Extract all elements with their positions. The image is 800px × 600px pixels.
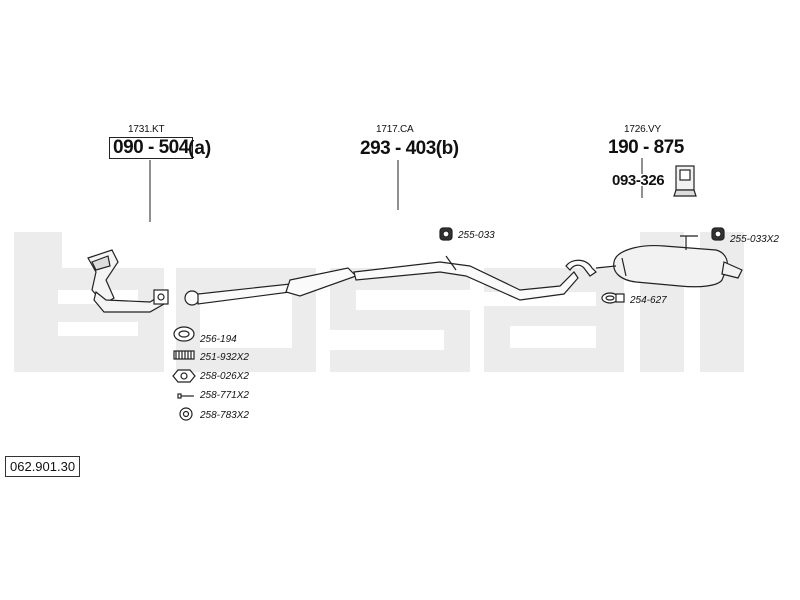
clamp-icon — [601, 292, 625, 304]
part-suffix: (a) — [188, 138, 212, 159]
reference-code: 1717.CA — [376, 124, 414, 135]
reference-code: 1726.VY — [624, 124, 661, 135]
part-number[interactable]: 293 - 403(b) — [360, 138, 459, 159]
diagram-number: 062.901.30 — [5, 456, 81, 477]
part-label: 258-771X2 — [200, 390, 249, 401]
part-label: 255-033 — [458, 230, 495, 241]
bracket-icon — [673, 165, 697, 197]
rear-silencer — [595, 235, 743, 288]
spring-icon — [173, 350, 195, 360]
part-number[interactable]: 190 - 875 — [608, 137, 684, 158]
part-label: 258-026X2 — [200, 371, 249, 382]
middle-pipe — [184, 255, 597, 306]
washer-icon — [179, 407, 193, 421]
catalytic-converter — [87, 249, 169, 313]
part-label: 256-194 — [200, 334, 237, 345]
bolt-icon — [177, 393, 194, 399]
reference-code: 1731.KT — [128, 124, 165, 135]
part-label: 251-932X2 — [200, 352, 249, 363]
part-number-box[interactable]: 090 - 504 — [109, 137, 193, 159]
part-label: 255-033X2 — [730, 234, 779, 245]
part-label: 254-627 — [630, 295, 667, 306]
nut-icon — [172, 369, 196, 383]
rubber-mount-icon — [711, 227, 725, 241]
part-label: 258-783X2 — [200, 410, 249, 421]
gasket-ring-icon — [173, 326, 195, 342]
sub-part-number[interactable]: 093-326 — [612, 172, 665, 189]
rubber-mount-icon — [439, 227, 453, 241]
